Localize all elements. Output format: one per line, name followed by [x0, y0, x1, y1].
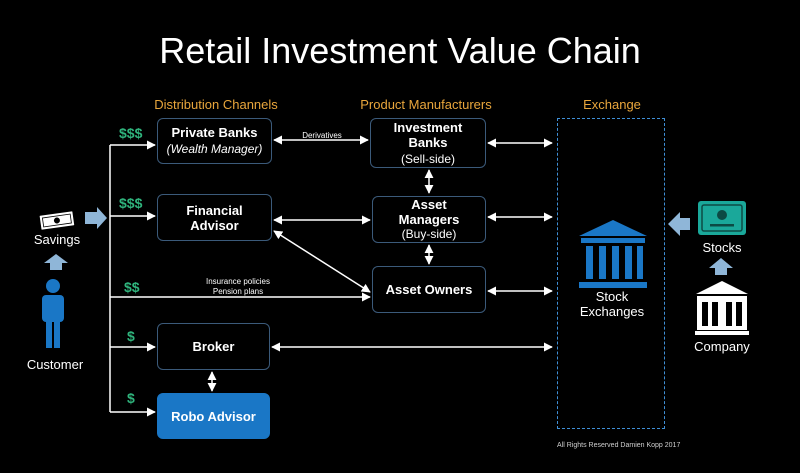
stock-exchange-building-icon	[579, 220, 647, 288]
asset-owners-box: Asset Owners	[372, 266, 486, 313]
asset-owners-label: Asset Owners	[385, 282, 473, 297]
private-banks-label: Private Banks	[171, 125, 258, 140]
broker-box: Broker	[157, 323, 270, 370]
investment-banks-box: Investment Banks (Sell-side)	[370, 118, 486, 168]
stock-certificate-icon	[698, 201, 746, 235]
exchange-area	[557, 118, 665, 429]
money-insurance: $$	[124, 279, 140, 295]
money-financial-advisor: $$$	[119, 195, 143, 211]
financial-advisor-label: Financial Advisor	[186, 202, 243, 233]
page-title: Retail Investment Value Chain	[159, 30, 641, 71]
insurance-annotation-line2: Pension plans	[212, 287, 264, 296]
company-building-icon	[695, 281, 749, 335]
person-icon	[42, 279, 64, 348]
robo-advisor-box: Robo Advisor	[157, 393, 270, 439]
distribution-channels-heading: Distribution Channels	[154, 97, 278, 112]
derivatives-annotation: Derivatives	[302, 131, 342, 140]
savings-label: Savings	[33, 232, 81, 247]
customer-to-savings-arrow	[44, 254, 68, 270]
product-manufacturers-heading: Product Manufacturers	[360, 97, 492, 112]
exchange-heading: Exchange	[583, 97, 641, 112]
robo-advisor-label: Robo Advisor	[171, 408, 256, 424]
investment-banks-sublabel: (Sell-side)	[400, 151, 455, 166]
company-to-stocks-arrow	[709, 258, 733, 275]
insurance-annotation-line1: Insurance policies	[205, 277, 271, 286]
customer-label: Customer	[26, 357, 84, 372]
money-private-banks: $$$	[119, 125, 143, 141]
private-banks-sublabel: (Wealth Manager)	[166, 142, 263, 156]
money-robo: $	[127, 390, 135, 406]
asset-managers-sublabel: (Buy-side)	[401, 227, 457, 241]
financial-advisor-box: Financial Advisor	[157, 194, 272, 241]
asset-managers-label: Asset Managers	[398, 197, 460, 227]
stocks-label: Stocks	[702, 240, 742, 255]
private-banks-box: Private Banks (Wealth Manager)	[157, 118, 272, 164]
asset-managers-box: Asset Managers (Buy-side)	[372, 196, 486, 243]
broker-label: Broker	[192, 339, 235, 354]
copyright-footer: All Rights Reserved Damien Kopp 2017	[557, 442, 681, 449]
stocks-to-exchange-arrow	[668, 212, 690, 236]
stock-exchanges-label: Stock Exchanges	[579, 289, 645, 319]
advisor-owners-arrow	[273, 230, 371, 293]
savings-to-channels-arrow	[85, 207, 107, 229]
investment-banks-label: Investment Banks	[393, 119, 463, 150]
money-bill-icon	[38, 210, 76, 231]
money-broker: $	[127, 328, 135, 344]
company-label: Company	[694, 339, 750, 354]
